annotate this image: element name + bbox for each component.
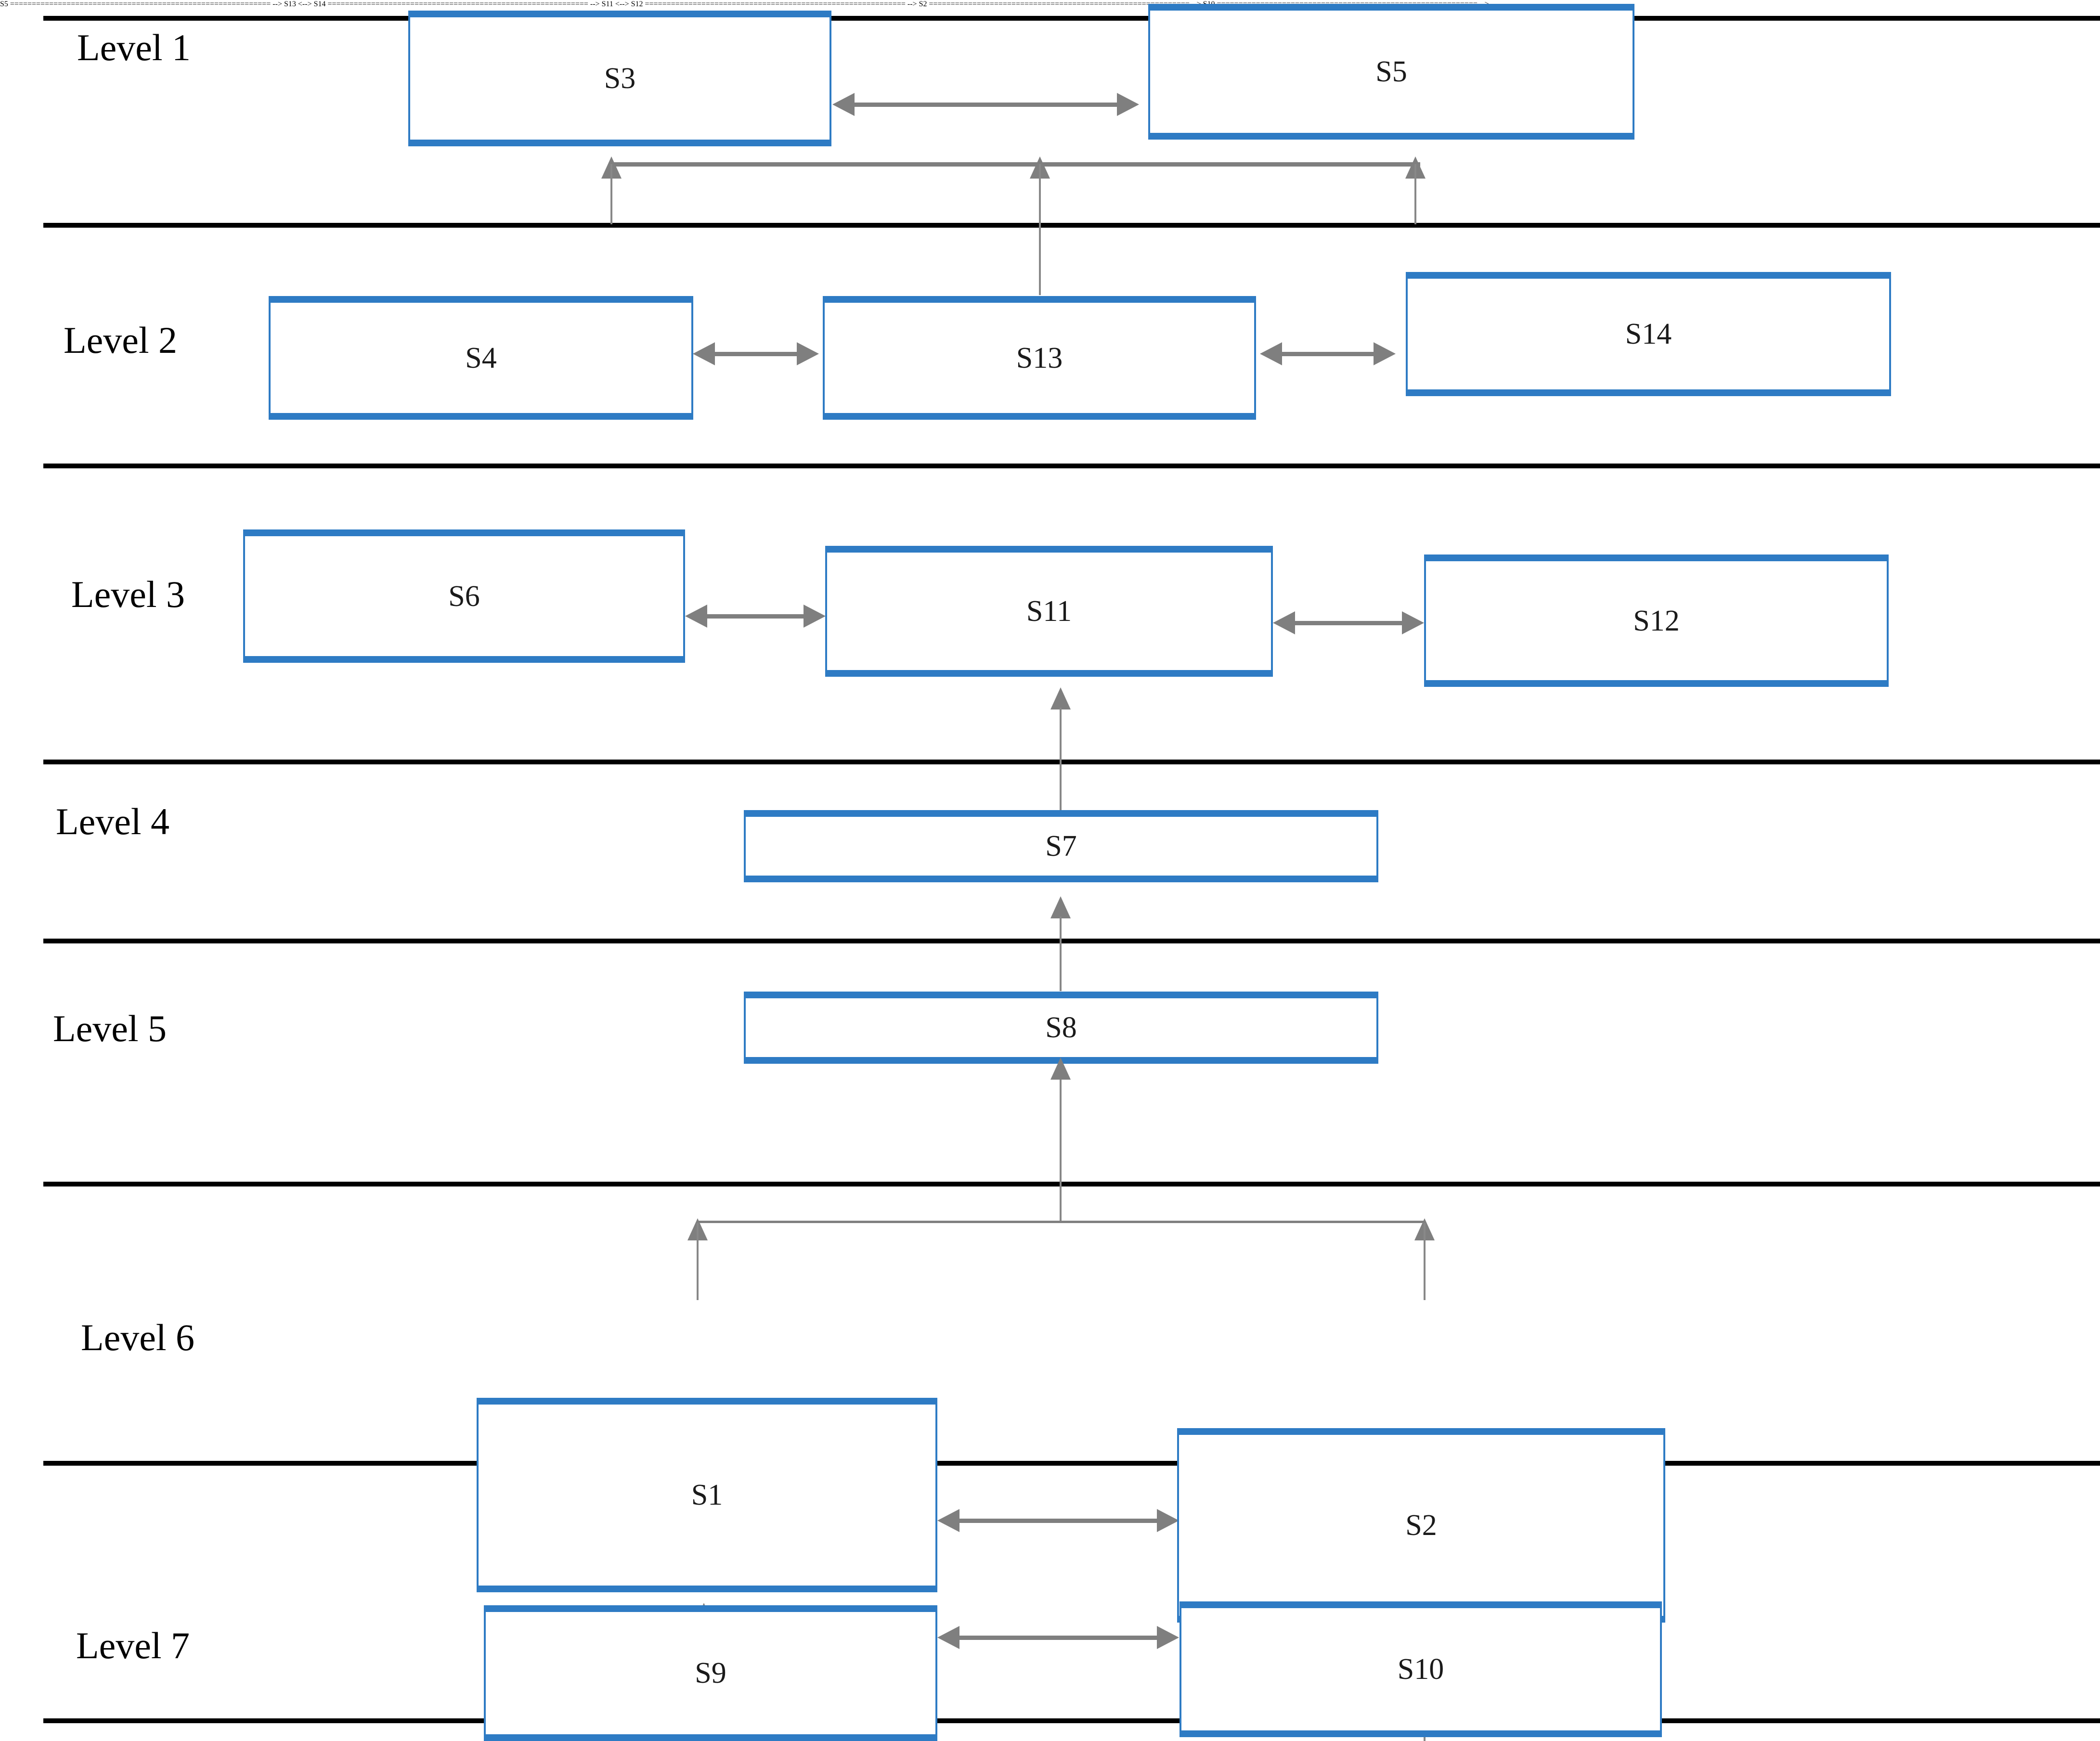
fan-l2-l1-bar xyxy=(609,162,1420,167)
divider-top xyxy=(43,16,2100,21)
level-label-1: Level 1 xyxy=(77,26,191,68)
link-s3-s5-arrowhead-right xyxy=(1117,93,1139,116)
merge-l6-s8-stem-left xyxy=(697,1223,699,1300)
link-s4-s13-line xyxy=(715,352,797,356)
link-s13-s14-arrowhead-left xyxy=(1260,342,1282,365)
level-label-2: Level 2 xyxy=(64,319,178,361)
node-s11-label: S11 xyxy=(1026,595,1072,628)
merge-l6-s8-stem-center xyxy=(1060,1078,1062,1222)
link-s1-s2-arrowhead-left xyxy=(937,1509,959,1532)
link-s11-s12-arrowhead-left xyxy=(1273,611,1295,634)
level-label-7: Level 7 xyxy=(76,1625,190,1666)
node-s12[interactable]: S12 xyxy=(1424,555,1889,687)
divider-3-4 xyxy=(43,760,2100,764)
link-s1-s2-arrowhead-right xyxy=(1157,1509,1179,1532)
link-s13-s14-arrowhead-right xyxy=(1374,342,1396,365)
node-s4-label: S4 xyxy=(465,341,497,374)
merge-l6-s8-arrowhead-center xyxy=(1050,1057,1071,1080)
node-s12-label: S12 xyxy=(1633,604,1680,637)
fan-l2-l1-stem-middle xyxy=(1039,164,1041,295)
node-s9[interactable]: S9 xyxy=(484,1605,937,1741)
merge-l6-s8-stem-right xyxy=(1424,1223,1426,1300)
node-s10-label: S10 xyxy=(1397,1653,1444,1686)
link-s4-s13-arrowhead-right xyxy=(797,342,819,365)
node-s7[interactable]: S7 xyxy=(744,810,1378,882)
divider-5-6 xyxy=(43,1182,2100,1186)
node-s2-label: S2 xyxy=(1405,1509,1437,1542)
link-s3-s5-line xyxy=(855,103,1117,107)
node-s7-label: S7 xyxy=(1045,830,1077,863)
merge-l6-s8-bar xyxy=(697,1221,1424,1223)
node-s1-label: S1 xyxy=(691,1479,723,1511)
link-s6-s11-arrowhead-left xyxy=(685,605,707,628)
link-s7-s11-arrowhead xyxy=(1050,687,1071,709)
node-s14-label: S14 xyxy=(1625,318,1672,350)
level-label-3: Level 3 xyxy=(71,573,185,615)
fan-l2-l1-stem-right xyxy=(1414,164,1416,224)
node-s9-label: S9 xyxy=(695,1657,726,1689)
node-s6-label: S6 xyxy=(448,580,480,613)
link-s11-s12-arrowhead-right xyxy=(1402,611,1424,634)
node-s1[interactable]: S1 xyxy=(477,1398,937,1592)
link-s6-s11-arrowhead-right xyxy=(804,605,826,628)
node-s4[interactable]: S4 xyxy=(269,296,693,420)
link-s13-s14-line xyxy=(1282,352,1374,356)
divider-2-3 xyxy=(43,464,2100,468)
link-s9-s10-arrowhead-left xyxy=(937,1626,959,1649)
node-s11[interactable]: S11 xyxy=(825,546,1273,677)
node-s13-label: S13 xyxy=(1016,341,1063,374)
divider-4-5 xyxy=(43,939,2100,943)
node-s3[interactable]: S3 xyxy=(408,11,831,146)
node-s2[interactable]: S2 xyxy=(1177,1428,1665,1623)
fan-l2-l1-stem-left xyxy=(610,164,612,224)
link-s6-s11-line xyxy=(707,614,804,619)
link-s1-s2-line xyxy=(959,1519,1157,1523)
level-label-5: Level 5 xyxy=(53,1007,167,1049)
node-s14[interactable]: S14 xyxy=(1406,272,1891,396)
link-s3-s5-arrowhead-left xyxy=(832,93,855,116)
link-s7-s11-stem xyxy=(1060,708,1062,810)
node-s8[interactable]: S8 xyxy=(744,992,1378,1064)
node-s10[interactable]: S10 xyxy=(1180,1601,1662,1737)
node-s8-label: S8 xyxy=(1045,1011,1077,1044)
node-s5[interactable]: S5 xyxy=(1148,4,1634,140)
link-s9-s10-line xyxy=(959,1636,1157,1640)
node-s3-label: S3 xyxy=(604,62,636,95)
level-label-6: Level 6 xyxy=(81,1316,195,1358)
node-s13[interactable]: S13 xyxy=(823,296,1256,420)
divider-6-7 xyxy=(43,1461,2100,1466)
level-label-4: Level 4 xyxy=(56,800,170,842)
node-s6[interactable]: S6 xyxy=(243,529,685,663)
divider-1-2 xyxy=(43,223,2100,228)
link-s4-s13-arrowhead-left xyxy=(693,342,715,365)
node-s5-label: S5 xyxy=(1375,55,1407,88)
divider-bottom xyxy=(43,1718,2100,1723)
link-s9-s10-arrowhead-right xyxy=(1157,1626,1179,1649)
link-s8-s7-stem xyxy=(1060,916,1062,991)
link-s11-s12-line xyxy=(1295,621,1402,625)
link-s8-s7-arrowhead xyxy=(1050,896,1071,918)
